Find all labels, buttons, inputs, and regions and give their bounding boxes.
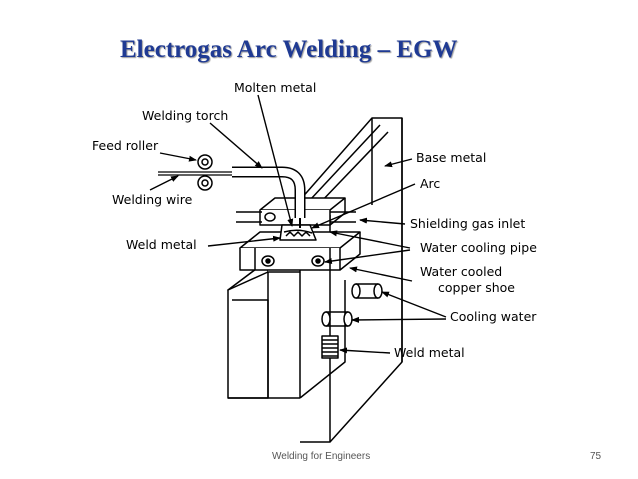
leader-lines <box>149 94 447 354</box>
molten-pool <box>279 224 317 241</box>
label-shielding-gas-inlet: Shielding gas inlet <box>410 216 525 231</box>
slide-title: Electrogas Arc Welding – EGW <box>120 36 458 63</box>
footer-text: Welding for Engineers <box>272 451 371 462</box>
base-metal-back-plate <box>299 117 403 443</box>
leader-cooling-pipe-2 <box>324 249 411 264</box>
leader-cooling-water-1 <box>381 291 447 318</box>
leader-molten-metal <box>257 94 294 227</box>
leader-welding-torch <box>209 122 263 169</box>
page-number: 75 <box>590 451 602 462</box>
label-feed-roller: Feed roller <box>92 138 159 153</box>
leader-cooling-pipe-1 <box>329 230 411 249</box>
label-welding-wire: Welding wire <box>112 192 193 207</box>
label-molten-metal: Molten metal <box>234 80 316 95</box>
leader-copper-shoe <box>349 266 413 282</box>
label-water-cooling-pipe: Water cooling pipe <box>420 240 537 255</box>
leader-weld-metal-left <box>207 235 281 247</box>
leader-base-metal <box>384 158 413 168</box>
leader-shielding-gas <box>359 217 406 225</box>
leader-feed-roller <box>159 152 197 162</box>
leader-welding-wire <box>149 175 179 191</box>
leader-weld-metal-bottom <box>339 347 391 354</box>
label-cooling-water: Cooling water <box>450 309 537 324</box>
welding-torch <box>232 166 306 228</box>
bottom-weld-metal <box>321 335 339 359</box>
leader-arc <box>311 183 416 229</box>
feed-rollers <box>158 154 232 191</box>
label-base-metal: Base metal <box>416 150 486 165</box>
label-weld-metal-bottom: Weld metal <box>394 345 465 360</box>
label-water-cooled: Water cooled <box>420 264 502 279</box>
leader-cooling-water-2 <box>351 316 447 323</box>
label-weld-metal-left: Weld metal <box>126 237 197 252</box>
label-welding-torch: Welding torch <box>142 108 228 123</box>
label-arc: Arc <box>420 176 440 191</box>
label-copper-shoe: copper shoe <box>438 280 515 295</box>
